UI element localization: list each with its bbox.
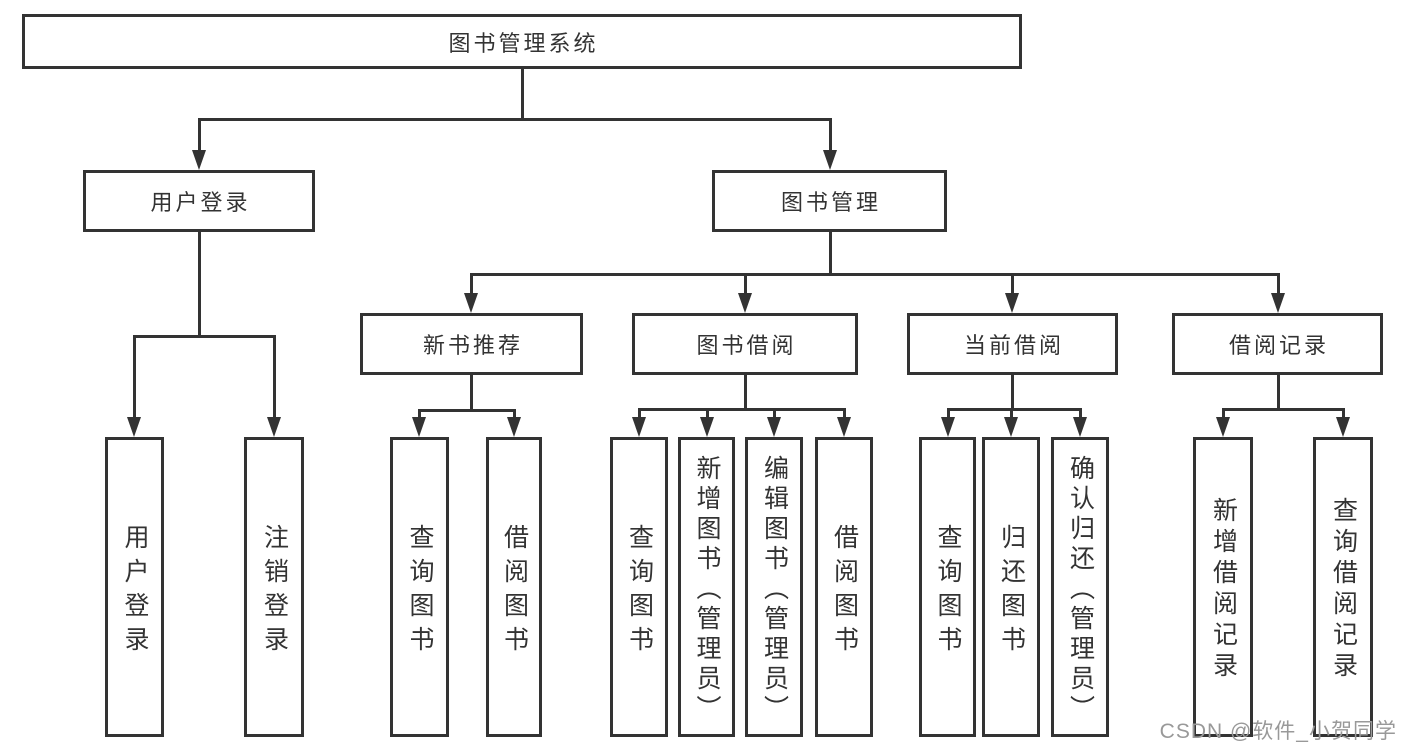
connector-line [469, 273, 1280, 276]
node-label: 用户登录 [121, 523, 149, 660]
node-book-management: 图书管理 [712, 170, 947, 232]
node-label: 借阅图书 [830, 523, 859, 660]
node-leaf-query-borrow-record: 查询借阅记录 [1313, 437, 1373, 737]
node-leaf-query-book-borrowing: 查询图书 [610, 437, 668, 737]
connector-line [1276, 375, 1280, 411]
node-label: 归还图书 [997, 523, 1026, 660]
arrowhead-down-icon [507, 417, 521, 437]
node-label: 借阅记录 [1228, 333, 1329, 358]
arrowhead-down-icon [1005, 293, 1019, 313]
connector-line [1221, 408, 1345, 411]
arrowhead-down-icon [823, 150, 837, 170]
arrowhead-down-icon [267, 417, 281, 437]
node-label: 图书管理 [780, 190, 881, 215]
node-book-borrowing: 图书借阅 [632, 313, 858, 375]
connector-line [705, 408, 709, 421]
connector-line [132, 335, 136, 421]
arrowhead-down-icon [192, 150, 206, 170]
node-leaf-user-login: 用户登录 [105, 437, 164, 737]
node-user-login: 用户登录 [83, 170, 315, 232]
node-new-book-recommend: 新书推荐 [360, 313, 583, 375]
node-label: 编辑图书（管理员） [760, 454, 789, 725]
connector-line [743, 273, 747, 297]
node-borrowing-records: 借阅记录 [1172, 313, 1383, 375]
node-label: 查询图书 [625, 523, 654, 660]
connector-line [1078, 408, 1082, 421]
arrowhead-down-icon [412, 417, 426, 437]
arrowhead-down-icon [1216, 417, 1230, 437]
connector-line [1010, 273, 1014, 297]
node-label: 借阅图书 [500, 523, 529, 660]
arrowhead-down-icon [1271, 293, 1285, 313]
node-label: 图书管理系统 [448, 30, 599, 56]
arrowhead-down-icon [837, 417, 851, 437]
node-leaf-confirm-return-admin: 确认归还（管理员） [1051, 437, 1109, 737]
node-label: 查询图书 [406, 523, 434, 660]
connector-line [512, 409, 516, 421]
connector-line [946, 408, 1082, 411]
node-leaf-logout: 注销登录 [244, 437, 304, 737]
node-label: 当前借阅 [963, 333, 1064, 358]
csdn-watermark: CSDN @软件_小贺同学 [1159, 720, 1397, 743]
node-label: 查询图书 [934, 523, 962, 660]
node-label: 图书借阅 [696, 333, 797, 358]
connector-line [272, 335, 276, 421]
node-leaf-add-book-admin: 新增图书（管理员） [678, 437, 735, 737]
connector-line [1341, 408, 1345, 421]
arrowhead-down-icon [1336, 417, 1350, 437]
arrowhead-down-icon [738, 293, 752, 313]
node-leaf-borrow-book-recommend: 借阅图书 [486, 437, 542, 737]
arrowhead-down-icon [1004, 417, 1018, 437]
connector-line [743, 375, 747, 411]
node-leaf-borrow-book-borrowing: 借阅图书 [815, 437, 873, 737]
connector-line [417, 409, 516, 412]
node-label: 注销登录 [260, 523, 289, 660]
connector-line [842, 408, 846, 421]
node-leaf-return-book: 归还图书 [982, 437, 1040, 737]
connector-line [946, 408, 950, 421]
connector-line [1010, 375, 1014, 411]
node-label: 查询借阅记录 [1329, 497, 1358, 683]
node-leaf-edit-book-admin: 编辑图书（管理员） [745, 437, 803, 737]
connector-line [132, 335, 276, 338]
node-label: 新增借阅记录 [1209, 497, 1238, 683]
node-label: 新增图书（管理员） [693, 454, 721, 725]
arrowhead-down-icon [941, 417, 955, 437]
node-current-borrowing: 当前借阅 [907, 313, 1118, 375]
connector-line [197, 118, 201, 154]
connector-line [772, 408, 776, 421]
node-leaf-query-book-current: 查询图书 [919, 437, 976, 737]
node-label: 确认归还（管理员） [1066, 454, 1095, 725]
arrowhead-down-icon [700, 417, 714, 437]
connector-line [828, 232, 832, 276]
connector-line [1221, 408, 1225, 421]
node-label: 用户登录 [150, 190, 251, 215]
node-root: 图书管理系统 [22, 14, 1022, 69]
connector-line [197, 232, 201, 338]
connector-line [197, 118, 832, 121]
connector-line [637, 408, 641, 421]
connector-line [520, 69, 524, 121]
node-label: 新书推荐 [422, 333, 523, 358]
arrowhead-down-icon [1073, 417, 1087, 437]
connector-line [637, 408, 846, 411]
arrowhead-down-icon [127, 417, 141, 437]
connector-line [417, 409, 421, 421]
connector-line [1276, 273, 1280, 297]
arrowhead-down-icon [632, 417, 646, 437]
connector-line [1009, 408, 1013, 421]
connector-line [469, 375, 473, 412]
node-leaf-add-borrow-record: 新增借阅记录 [1193, 437, 1253, 737]
connector-line [469, 273, 473, 297]
arrowhead-down-icon [464, 293, 478, 313]
node-leaf-query-book-recommend: 查询图书 [390, 437, 449, 737]
connector-line [828, 118, 832, 154]
arrowhead-down-icon [767, 417, 781, 437]
